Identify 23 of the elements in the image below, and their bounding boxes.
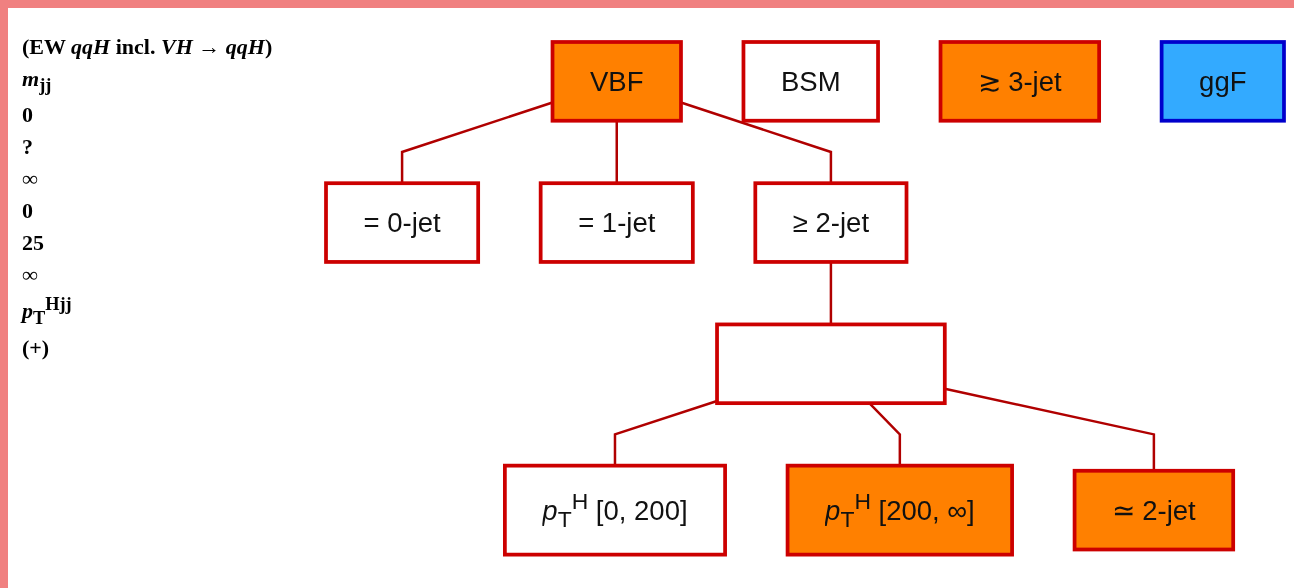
node-box: VBF (550, 39, 683, 123)
node-box: = 0-jet (324, 181, 481, 264)
axis-label: (EW qqH incl. VH → qqH) (22, 34, 274, 60)
node-box: ≳ 3-jet (938, 39, 1101, 123)
node-box: ggF (1159, 39, 1286, 123)
axis-label: 25 (22, 230, 45, 257)
connector (615, 120, 618, 183)
node-box: BSM (741, 39, 880, 123)
axis-label: 0 (22, 102, 34, 129)
node-box: p$_{T}$$^{H}$ [0, 200] (503, 463, 727, 557)
connector (829, 261, 833, 325)
axis-label: ∞ (22, 166, 39, 193)
connector (613, 399, 718, 466)
axis-label: ∞ (22, 262, 39, 289)
node-box: ≥ 2-jet (753, 181, 909, 264)
node-box: p$_{T}$$^{H}$ [200, ∞] (785, 463, 1014, 557)
node-box: ≃ 2-jet (1072, 468, 1236, 552)
axis-label: 0 (22, 198, 34, 225)
axis-label: ? (22, 134, 34, 161)
axis-label: m$_{jj}$ (22, 66, 53, 97)
node-box: = 1-jet (538, 181, 695, 264)
node-box (715, 322, 947, 405)
axis-label: (+) (22, 335, 51, 362)
